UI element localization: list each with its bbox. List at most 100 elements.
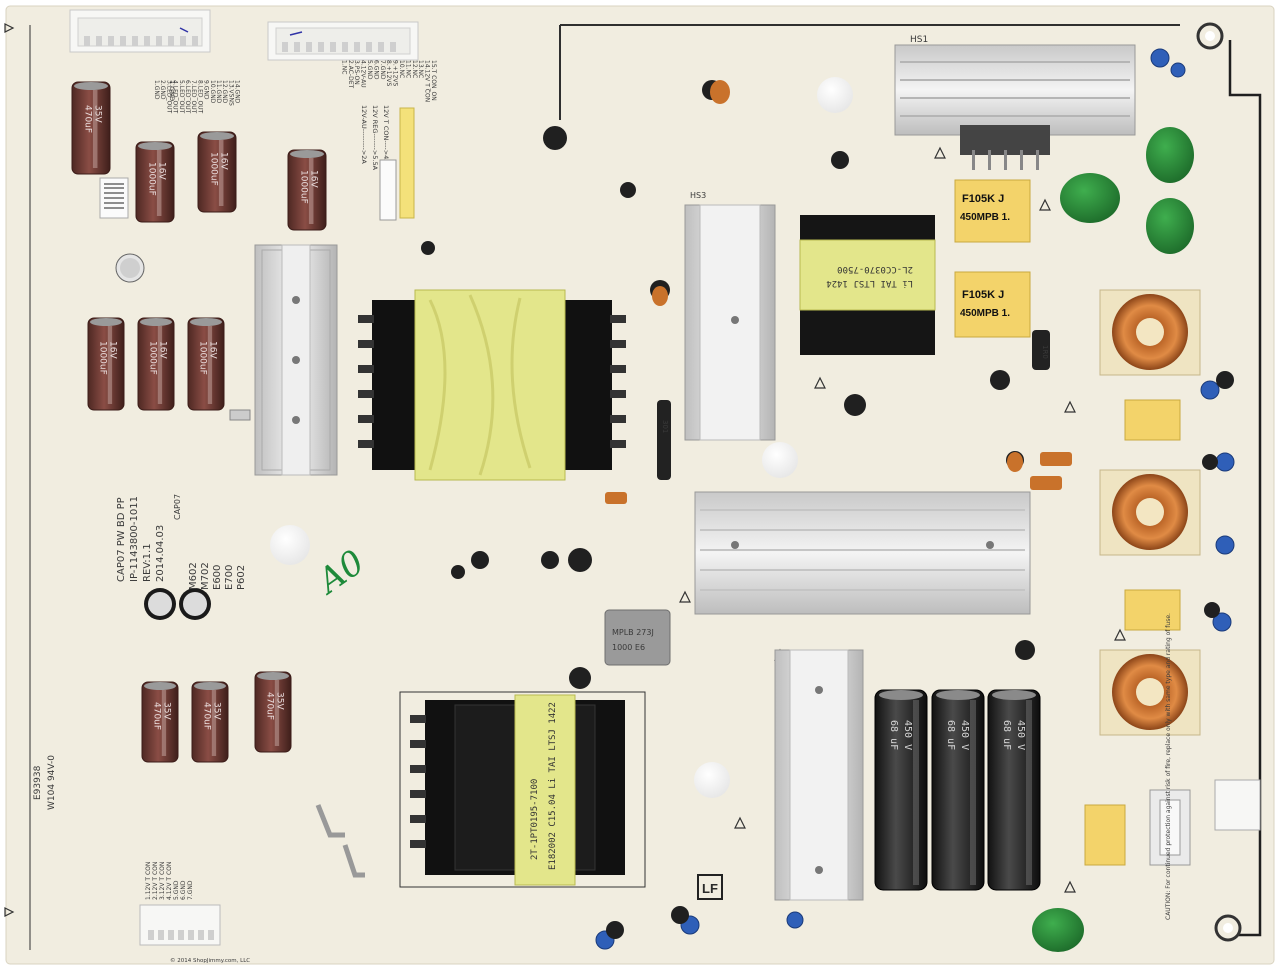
- blue-y-caps: [595, 48, 1235, 950]
- led-pin-line: 13.VSNS: [227, 80, 234, 106]
- varistors-top-right: [1032, 127, 1194, 952]
- ecap-label: 470uF: [152, 702, 162, 730]
- transformer-top-label-2: 2L-CC0370-7500: [837, 264, 913, 274]
- silk-outline-top: [559, 24, 1180, 120]
- ecap-label: 1000uF: [208, 152, 218, 186]
- led-pin-line: 5.LED_OUT: [178, 80, 185, 114]
- barcode-sticker: [379, 107, 415, 221]
- film-cap-1-line2: 450MPB 1.: [960, 212, 1010, 223]
- led-pin-line: 4.LED_OUT: [172, 80, 179, 114]
- model-code: M602: [188, 562, 199, 590]
- led-pin-line: 6.LED_OUT: [184, 80, 191, 114]
- film-cap-1-line1: F105K J: [962, 193, 1004, 205]
- ecap-label: 16V: [208, 341, 218, 359]
- bulk-cap-label: 68 uF: [888, 720, 899, 750]
- pcb-label-line: 2014.04.03: [155, 525, 166, 582]
- transformer-top: Li TAI LTSJ 1424 2L-CC0370-7500: [799, 215, 936, 355]
- cn201-pin-line: 8.+12VS: [385, 60, 392, 86]
- small-cap-l201: [115, 253, 145, 283]
- resistor-r1-label: 1R0: [1041, 345, 1049, 359]
- film-cap-1: F105K J 450MPB 1.: [954, 179, 1031, 243]
- ecap-label: 1000uF: [298, 170, 308, 204]
- led-pin-line: 3.LED_OUT: [165, 80, 172, 114]
- ecap-label: 16V: [108, 341, 118, 359]
- cn201-pin-line: 10.NC: [398, 60, 405, 78]
- ecap-label: 470uF: [82, 105, 92, 133]
- transformer-lower-outline: [399, 691, 646, 888]
- pcb-board: [5, 5, 1275, 965]
- x-caps: [1084, 399, 1181, 866]
- cn202-pin-line: 4.12V T CON: [166, 862, 173, 900]
- rating-line: 12V REG------->5.5A: [371, 105, 379, 171]
- bulk-cap-label: 68 uF: [1001, 720, 1012, 750]
- hs3-label: HS3: [690, 191, 706, 200]
- cn202-pin-line: 3.12V T CON: [159, 862, 166, 900]
- heatsink-horizontal: [694, 491, 1031, 615]
- ecap-label: 16V: [158, 341, 168, 359]
- cn202-pin-line: 6.GND: [180, 880, 187, 900]
- model-code: P602: [236, 565, 247, 590]
- cn202-pin-line: 2.12V T CON: [152, 862, 159, 900]
- model-code: E700: [224, 565, 235, 590]
- svg-text:1.GND: 1.GND: [168, 80, 176, 101]
- transformer-lower-label-1: 2T-1PT0195-7100: [530, 779, 540, 860]
- bulk-cap-label: 450 V: [959, 720, 970, 750]
- hs1-label: HS1: [910, 35, 928, 45]
- film-cap-2: F105K J 450MPB 1.: [954, 271, 1031, 338]
- heatsink-hs1: HS1: [894, 35, 1136, 170]
- ac-input-connector: [1149, 779, 1261, 866]
- ecap-label: 35V: [275, 692, 285, 710]
- transformer-top-label-1: Li TAI LTSJ 1424: [826, 278, 913, 288]
- cn201-pin-line: 3.PS-ON: [353, 60, 360, 85]
- orange-components: [605, 80, 1072, 504]
- film-cap-2-line2: 450MPB 1.: [960, 308, 1010, 319]
- mplb-line1: MPLB 273J: [612, 628, 654, 637]
- heatsink-hs3: HS3: [684, 191, 776, 441]
- bulk-cap-label: 68 uF: [945, 720, 956, 750]
- connector-top-mid: [267, 21, 419, 61]
- cn201-pin-line: 1.NC: [340, 60, 347, 74]
- copyright-text: © 2014 ShopJimmy.com, LLC: [170, 957, 250, 964]
- ecap-label: 1000uF: [146, 162, 156, 196]
- cn201-pin-line: 7.GND: [379, 60, 386, 80]
- led-pin-line: 2.GND: [159, 80, 166, 100]
- power-resistors: 1R0 301: [657, 330, 1050, 480]
- bulk-cap-label: 450 V: [1015, 720, 1026, 750]
- ecap-label: 470uF: [265, 692, 275, 720]
- cn201-pin-line: 11.NC: [404, 60, 411, 78]
- cn202-pin-line: 1.12V T CON: [145, 862, 152, 900]
- caution-block: CAUTION: For continued protection agains…: [1165, 613, 1172, 920]
- ul-mark: E93938 W104 94V-0: [33, 755, 57, 810]
- cn201-pin-line: 5.GND: [366, 60, 373, 80]
- lf-label: LF: [702, 881, 718, 896]
- bulk-cap-label: 450 V: [902, 720, 913, 750]
- cn201-pin-line: 14.12V T CON: [424, 60, 431, 102]
- rating-line: 12V T CON---->4A: [382, 105, 390, 164]
- led-pin-line: 14.GND: [234, 80, 241, 104]
- ecap-label: 1000uF: [198, 341, 208, 375]
- resistor-r2-label: 301: [661, 420, 669, 433]
- ecap-label: 35V: [92, 105, 102, 123]
- led-pin-list: 1.GND: [168, 80, 176, 101]
- ecap-label: 16V: [218, 152, 228, 170]
- led-pin-line: 7.LED_OUT: [190, 80, 197, 114]
